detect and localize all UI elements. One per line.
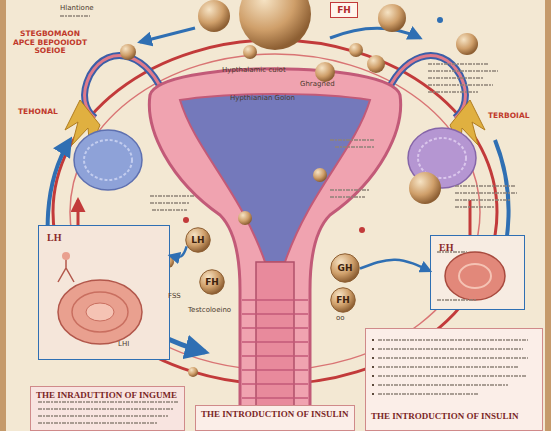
hormone-sphere (313, 168, 327, 182)
sphere-shape (200, 270, 225, 295)
follicle-detail (62, 252, 70, 260)
hormone-sphere (198, 0, 230, 32)
uterus (149, 69, 400, 431)
sphere-shape (331, 288, 356, 313)
inset-panel: EH (430, 235, 525, 310)
panel-label: LH (47, 232, 169, 243)
hormone-label: FH (337, 6, 351, 15)
uterine-cavity (180, 94, 370, 262)
annotation: Testcoloeino (188, 306, 231, 314)
dot (437, 17, 443, 23)
organ-detail (58, 280, 142, 344)
hormone-sphere (378, 4, 406, 32)
inset-fill (38, 225, 170, 360)
annotation: Hypthalamic cuiot (222, 66, 286, 74)
hormone-arrow (360, 260, 430, 271)
dot (359, 227, 365, 233)
panel-label: EH (439, 242, 524, 253)
sphere-shape (186, 228, 211, 253)
inset-fill (430, 235, 525, 310)
info-card: THE INTRODUCTION OF INSULIN (195, 405, 355, 431)
hormone-arrow (170, 246, 187, 257)
hormone-sphere: LH (185, 227, 211, 253)
hormone-sphere (238, 211, 252, 225)
organ-detail (459, 264, 491, 288)
annotation: oo (336, 314, 345, 322)
card-heading: THE INRADUTTION OF INGUME (36, 390, 180, 400)
annotation: STEGBOMAON APCE BEPOOIODT SOEIOE (10, 30, 90, 56)
paper (6, 0, 545, 431)
inset-panel: LH (38, 225, 170, 360)
card-fill (195, 405, 355, 431)
hormone-label: FH (336, 296, 350, 305)
annotation: Ghragned (300, 80, 335, 88)
hormone-sphere: FH (330, 287, 356, 313)
info-card: THE INRADUTTION OF INGUME (30, 386, 185, 431)
hormone-sphere (315, 62, 335, 82)
organ-detail (86, 303, 114, 321)
info-card: THE INTRODUCTION OF INSULIN (365, 328, 543, 431)
hormone-sphere: GH (330, 253, 360, 283)
hormone-label: GH (338, 264, 353, 273)
hormone-sphere (243, 45, 257, 59)
annotation: Hypthianian Golon (230, 94, 295, 102)
illegible-text (38, 16, 528, 423)
card-heading: THE INTRODUCTION OF INSULIN (201, 409, 350, 419)
annotation: LHI (118, 340, 129, 348)
cycle-arrow (330, 28, 420, 38)
bullet (372, 340, 374, 394)
annotation: TERBOIAL (488, 112, 529, 121)
hormone-sphere (409, 172, 441, 204)
hormone-sphere (239, 0, 311, 50)
hormone-sphere (349, 43, 363, 57)
annotation: FSS (168, 292, 181, 300)
hormone-sphere: FH (199, 269, 225, 295)
dot (183, 217, 189, 223)
organ-detail (445, 252, 505, 300)
cycle-arrow (140, 28, 195, 42)
organ-detail (72, 292, 128, 332)
hormone-label: FH (205, 278, 219, 287)
sphere-shape (331, 254, 360, 283)
annotation: TEHONAL (18, 108, 58, 117)
follicle-detail (58, 258, 74, 282)
annotation: Hlantione (60, 4, 94, 12)
hormone-sphere (120, 44, 136, 60)
hormone-sphere (188, 367, 198, 377)
hormone-sphere (456, 33, 478, 55)
card-fill (365, 328, 543, 431)
hormone-label: LH (191, 236, 204, 245)
hormone-tag: FH (330, 2, 358, 18)
hormone-sphere (367, 55, 385, 73)
card-heading: THE INTRODUCTION OF INSULIN (371, 411, 538, 421)
canal-ridges (242, 300, 308, 398)
ovary (74, 130, 142, 190)
ovary-texture (84, 140, 132, 180)
ovary-texture (418, 138, 466, 178)
